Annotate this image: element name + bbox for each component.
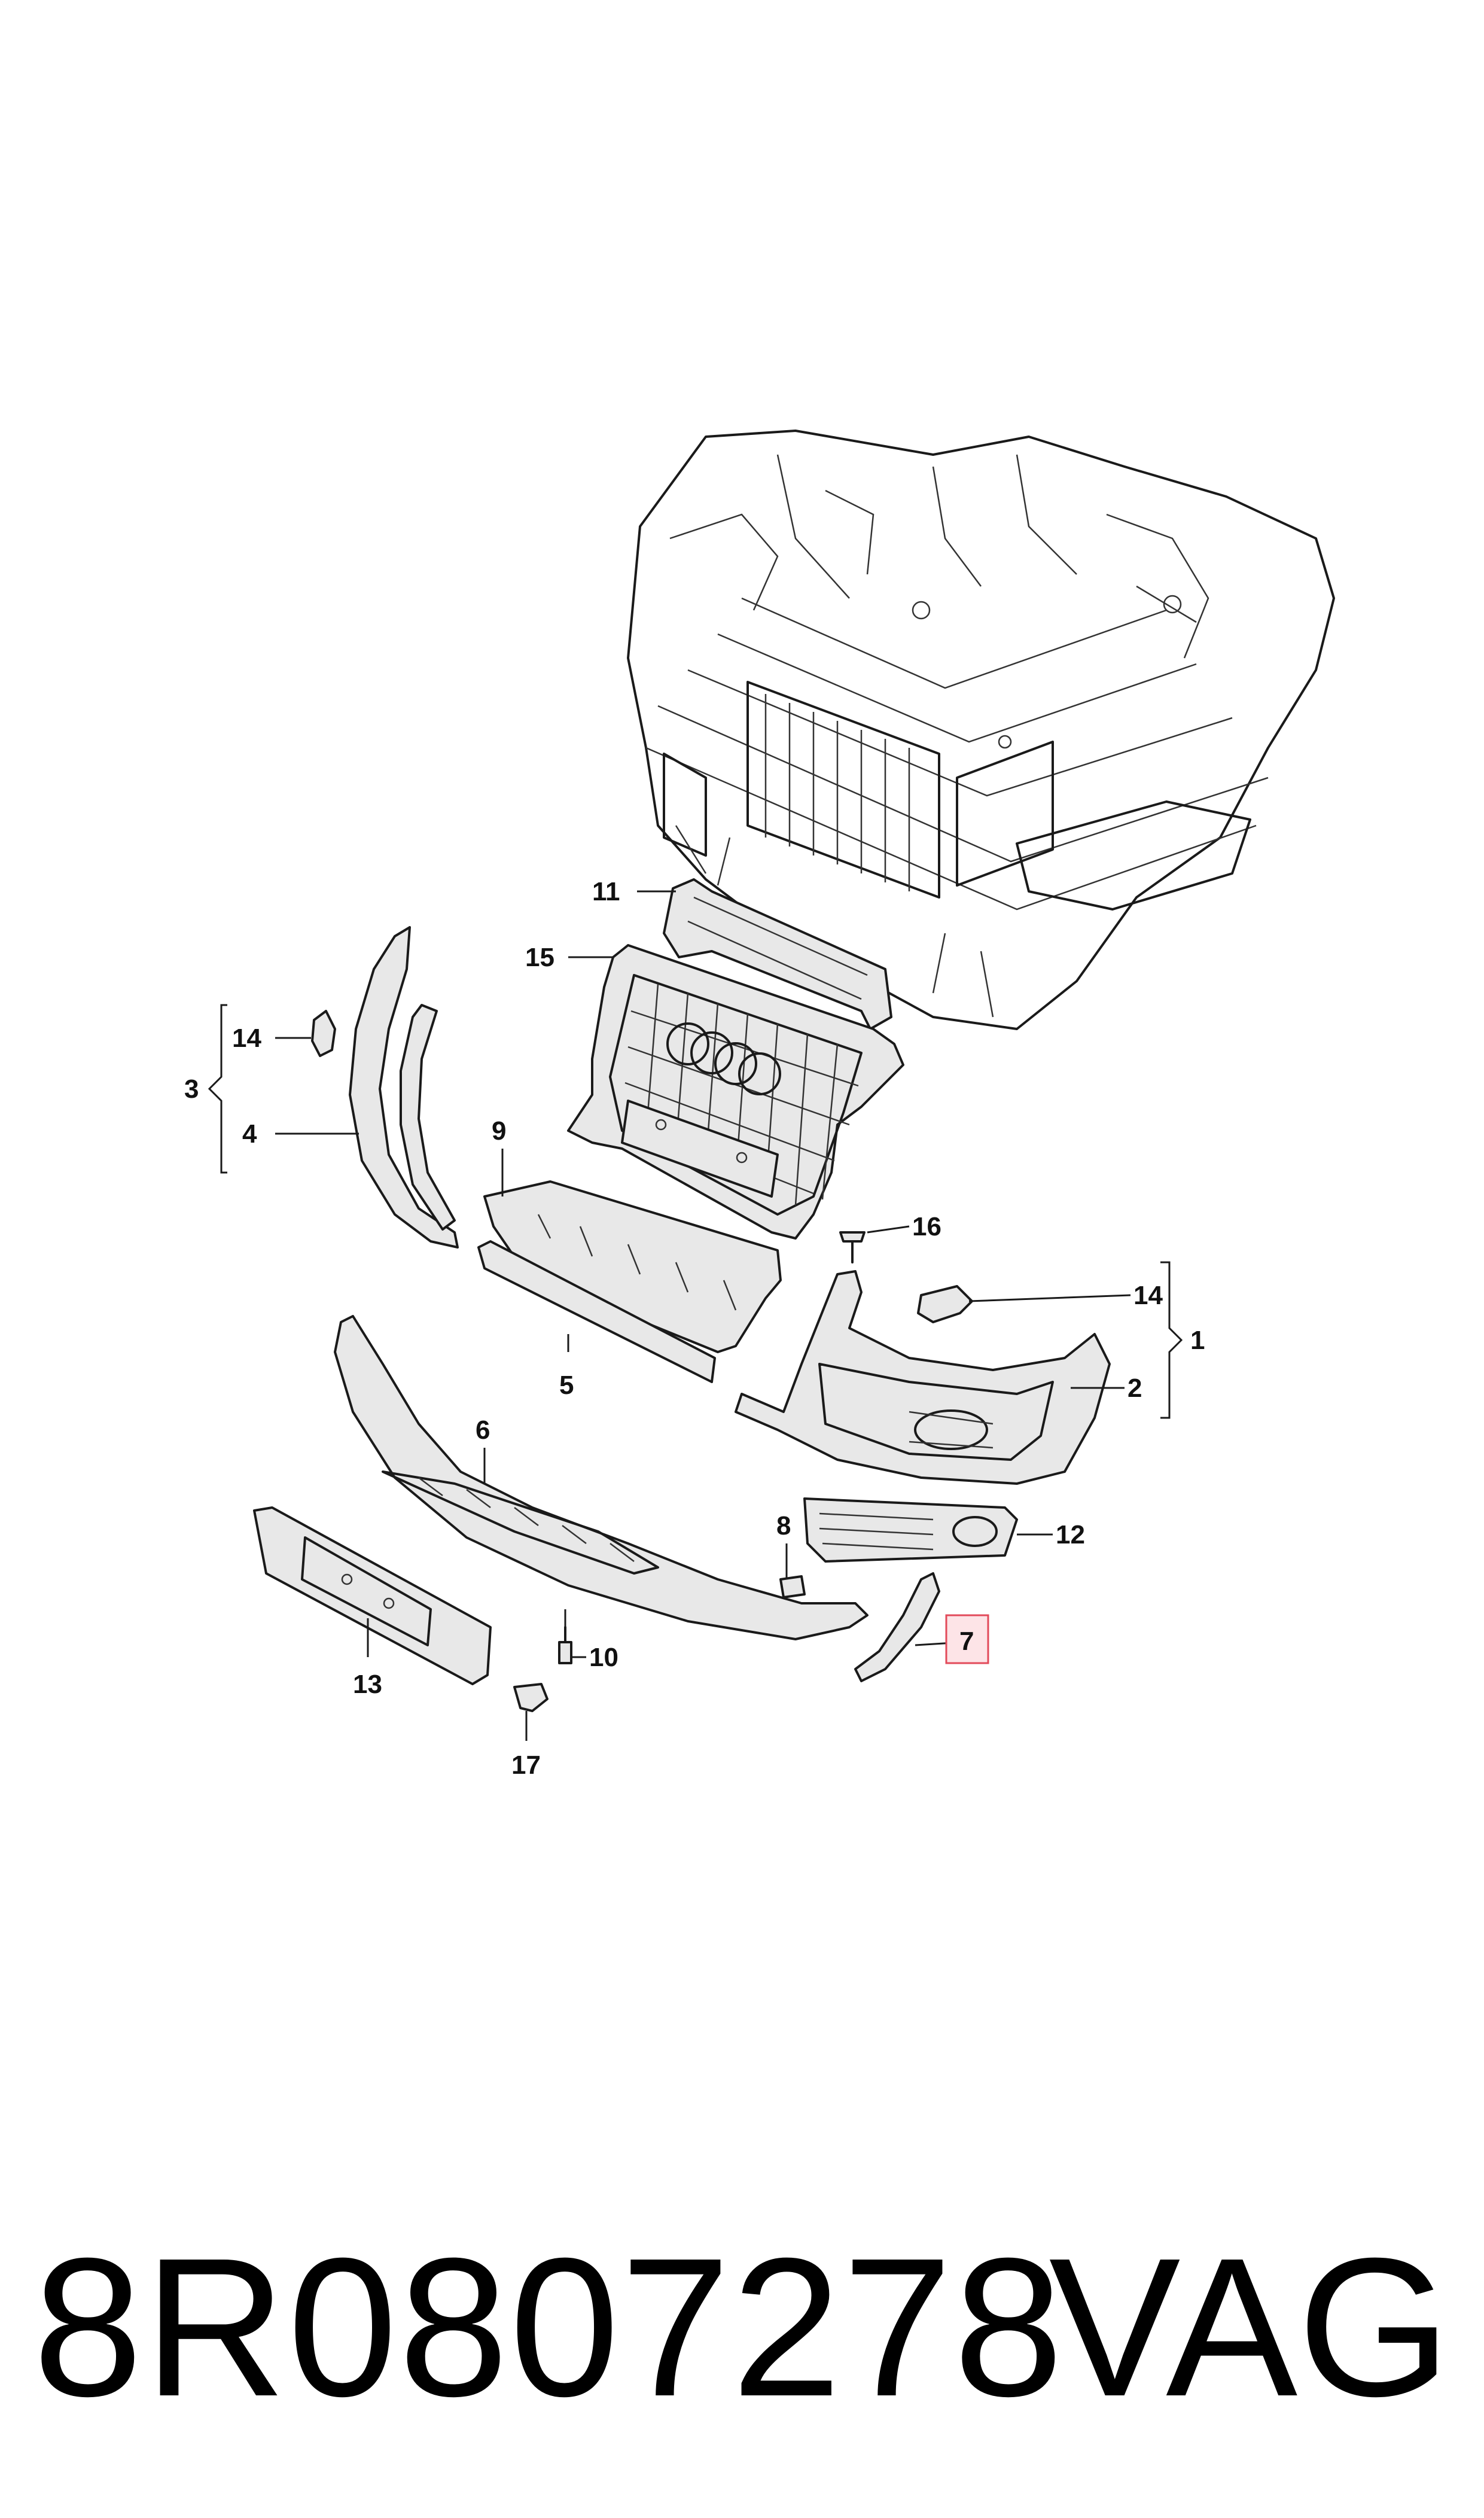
callout-6: 6 <box>476 1415 490 1445</box>
callout-5: 5 <box>559 1371 574 1400</box>
callout-7: 7 <box>959 1627 974 1656</box>
highlight-box-7 <box>945 1614 989 1664</box>
callout-13: 13 <box>353 1670 382 1699</box>
callout-3: 3 <box>184 1074 199 1104</box>
part-17-plug <box>513 1683 548 1712</box>
part-8-bracket <box>779 1575 806 1599</box>
callout-10: 10 <box>589 1643 618 1672</box>
part-2-bumper-corner <box>735 1270 1111 1485</box>
callout-16: 16 <box>912 1212 941 1241</box>
callout-4: 4 <box>242 1119 257 1149</box>
callout-14-left: 14 <box>232 1024 261 1053</box>
part-15-radiator-grille <box>567 944 904 1240</box>
vehicle-front-structure <box>627 430 1335 1030</box>
part-number-label: 8R0807278 <box>33 2216 1065 2437</box>
callout-12: 12 <box>1056 1520 1085 1549</box>
part-10-screw <box>558 1626 572 1664</box>
callout-1: 1 <box>1190 1326 1205 1355</box>
part-7-side-trim <box>854 1572 940 1682</box>
part-13-plate-bracket <box>253 1506 492 1685</box>
callout-2: 2 <box>1128 1374 1142 1403</box>
brand-label: VAG <box>1049 2216 1451 2437</box>
callout-9: 9 <box>492 1116 506 1146</box>
callout-17: 17 <box>511 1750 541 1780</box>
part-4-left-trim <box>349 926 459 1249</box>
part-14-left-clip <box>311 1010 336 1057</box>
part-5-strip <box>477 1240 716 1383</box>
callout-14-right: 14 <box>1133 1281 1163 1310</box>
part-16-screw <box>839 1231 866 1263</box>
callout-8: 8 <box>776 1511 791 1540</box>
callout-15: 15 <box>525 943 554 972</box>
part-12-fog-grille <box>803 1497 1018 1563</box>
callout-11: 11 <box>592 877 620 906</box>
leader-lines <box>208 890 1183 1741</box>
callout-labels: 11 15 14 3 4 9 16 14 1 2 5 6 8 12 7 10 1… <box>184 877 1205 1780</box>
part-6-lower-bumper <box>334 1315 869 1640</box>
part-14-right-cap <box>917 1285 973 1323</box>
